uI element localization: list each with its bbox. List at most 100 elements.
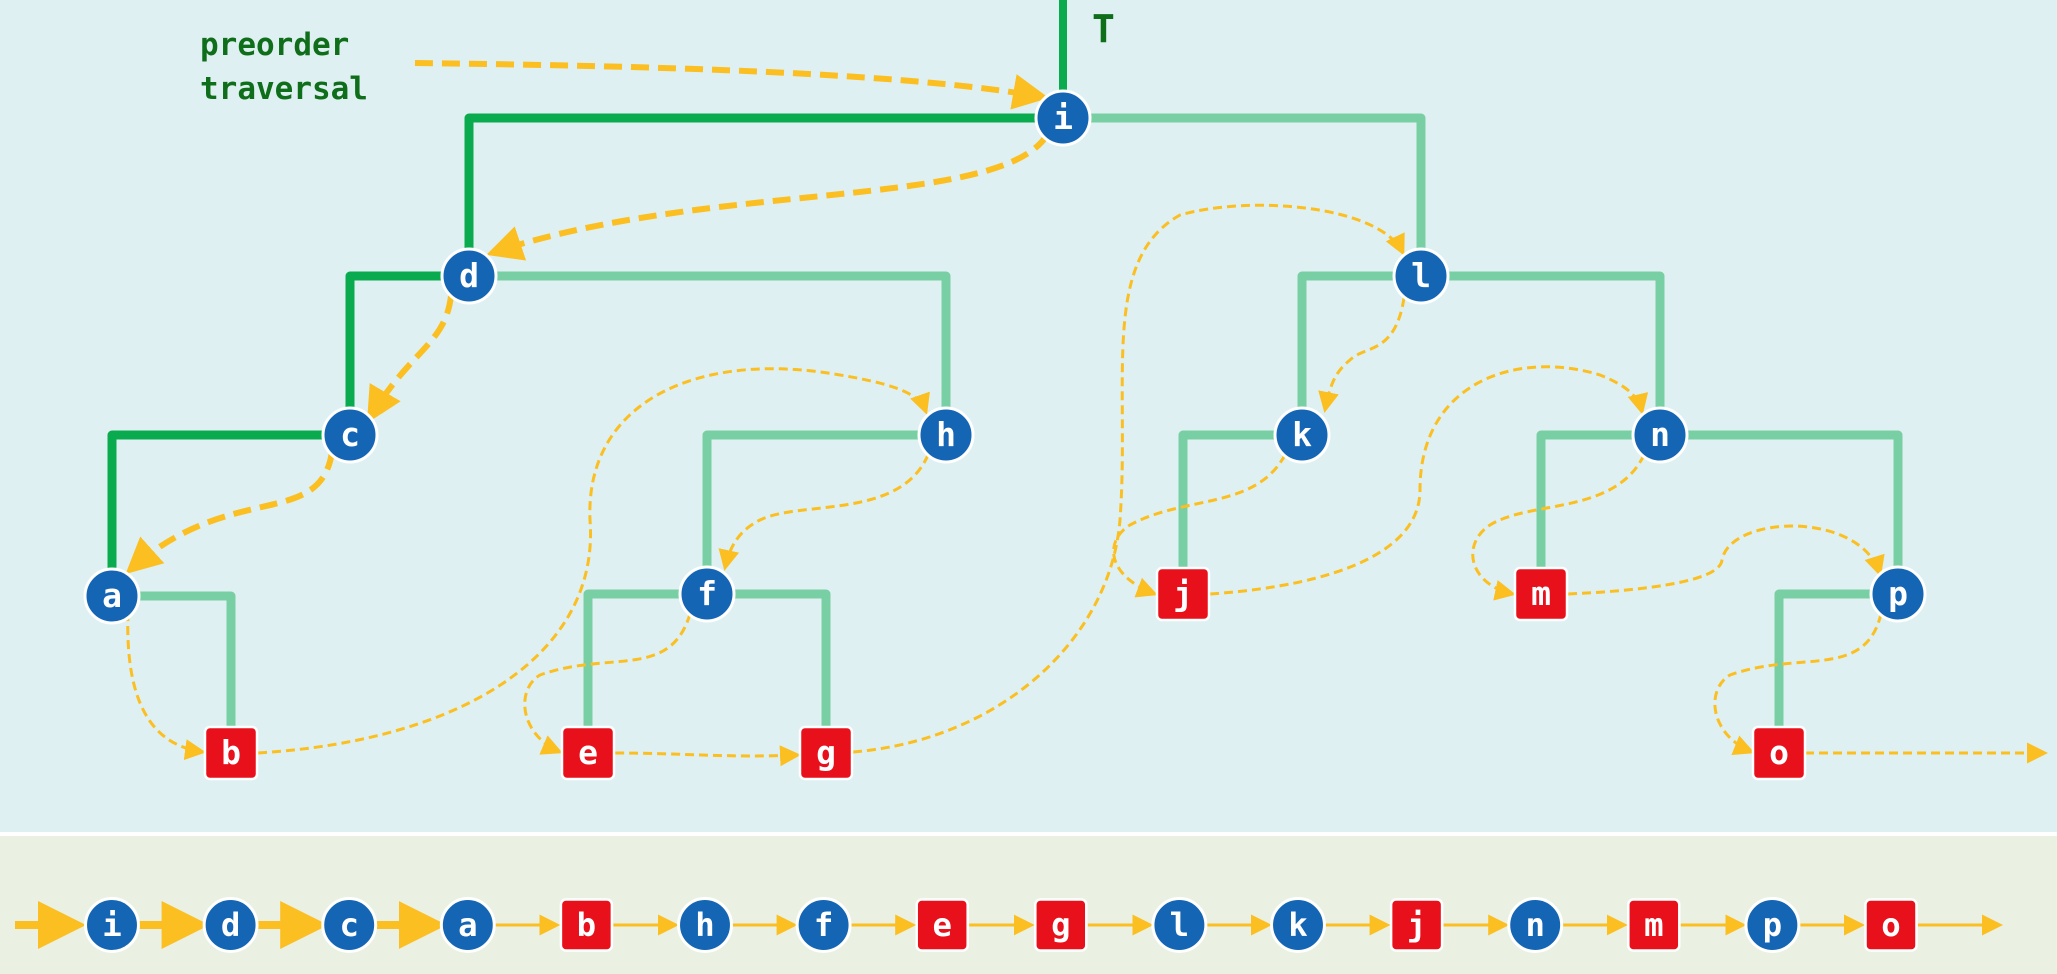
leaf-square <box>1155 566 1211 622</box>
node-f: f <box>678 565 736 623</box>
node-circle <box>1507 897 1564 953</box>
node-circle <box>1744 897 1801 953</box>
sequence-item-p: p <box>1744 897 1801 953</box>
sequence-item-k: k <box>1270 897 1326 953</box>
tree-nodes: i d l c h k n a f p b e g j m o <box>83 89 1927 781</box>
tree-edges <box>107 113 1903 753</box>
node-circle <box>677 897 733 953</box>
node-g: g <box>798 725 854 781</box>
sequence-item-i: i <box>84 897 140 953</box>
node-label: i <box>102 906 121 944</box>
node-o: o <box>1751 725 1807 781</box>
arrow-m-to-p <box>1567 524 1885 596</box>
node-p: p <box>1869 565 1927 623</box>
arrow-i-to-d <box>486 133 1050 261</box>
node-circle <box>917 406 975 464</box>
node-d: d <box>440 247 498 305</box>
arrow-a-to-b <box>126 611 206 761</box>
node-label: j <box>1173 574 1193 613</box>
arrow-g-to-l <box>852 203 1405 754</box>
node-i: i <box>1034 89 1092 147</box>
node-label: g <box>816 733 836 772</box>
arrow-j-to-n <box>1209 365 1649 596</box>
edge-i-d <box>464 113 1063 276</box>
node-label: j <box>1407 906 1426 944</box>
node-label: c <box>340 415 360 454</box>
arrow-f-to-e <box>523 613 692 755</box>
leaf-square <box>203 725 259 781</box>
sequence-item-e: e <box>915 898 969 952</box>
traversal-path <box>125 60 2048 767</box>
sequence-item-j: j <box>1389 898 1444 952</box>
edge-d-h <box>469 271 951 435</box>
node-circle <box>795 897 852 953</box>
node-label: g <box>1051 906 1070 944</box>
edge-a-b <box>112 591 236 753</box>
node-circle <box>84 897 140 953</box>
node-e: e <box>560 725 616 781</box>
edge-l-n <box>1421 271 1665 435</box>
node-label: e <box>932 906 951 944</box>
preorder-annotation: preorder traversal <box>200 27 368 107</box>
node-circle <box>1869 565 1927 623</box>
node-circle <box>321 897 378 953</box>
node-l: l <box>1392 247 1450 305</box>
leaf-square <box>798 725 854 781</box>
leaf-square <box>1389 898 1444 952</box>
node-circle <box>1392 247 1450 305</box>
node-label: f <box>697 574 717 613</box>
node-circle <box>202 897 259 953</box>
node-circle <box>1270 897 1326 953</box>
edge-c-a <box>107 430 350 596</box>
edge-i-l <box>1063 113 1426 276</box>
sequence-item-g: g <box>1034 898 1088 952</box>
node-label: d <box>221 906 240 944</box>
node-circle <box>1151 897 1208 953</box>
root-label: T <box>1092 7 1115 51</box>
leaf-square <box>1034 898 1088 952</box>
arrow-e-to-g <box>614 745 801 767</box>
arrow-k-to-j <box>1112 454 1287 598</box>
node-k: k <box>1273 406 1331 464</box>
node-circle <box>1273 406 1331 464</box>
edge-d-c <box>345 271 469 435</box>
node-n: n <box>1631 406 1689 464</box>
edge-f-g <box>707 589 831 753</box>
leaf-square <box>1627 898 1681 952</box>
sequence-item-l: l <box>1151 897 1208 953</box>
node-label: a <box>102 576 122 615</box>
edge-f-e <box>583 589 707 753</box>
node-label: m <box>1531 574 1551 613</box>
arrow-p-to-o <box>1713 613 1883 755</box>
node-c: c <box>321 406 379 464</box>
node-label: b <box>577 906 596 944</box>
node-label: k <box>1292 415 1312 454</box>
edge-l-k <box>1297 271 1421 435</box>
node-label: l <box>1170 906 1189 944</box>
sequence-item-b: b <box>559 898 614 952</box>
sequence-item-m: m <box>1627 898 1681 952</box>
node-h: h <box>917 406 975 464</box>
arrow-l-to-k <box>1318 297 1406 413</box>
node-label: o <box>1881 906 1900 944</box>
node-label: h <box>695 906 714 944</box>
edge-h-f <box>702 430 946 594</box>
node-label: n <box>1650 415 1670 454</box>
arrow-d-to-c <box>366 295 454 424</box>
node-label: h <box>936 415 956 454</box>
node-label: i <box>1053 98 1073 137</box>
node-label: f <box>814 906 833 944</box>
arrow-h-to-f <box>718 454 930 571</box>
node-label: o <box>1769 733 1789 772</box>
edge-k-j <box>1178 430 1302 594</box>
node-label: k <box>1288 906 1307 944</box>
node-label: d <box>459 256 479 295</box>
leaf-square <box>1751 725 1807 781</box>
leaf-square <box>559 898 614 952</box>
node-circle <box>440 247 498 305</box>
node-j: j <box>1155 566 1211 622</box>
node-b: b <box>203 725 259 781</box>
arrow-c-to-a <box>125 451 335 575</box>
